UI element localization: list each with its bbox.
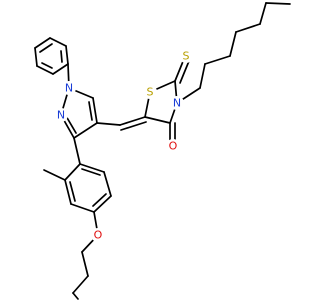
atom-s-ring: S [143,85,157,99]
bond [41,62,53,69]
bond [70,203,95,213]
atom-label: O [169,140,178,153]
bond [64,163,81,181]
bond [96,122,121,126]
bond [60,50,63,63]
atom-label: N [65,82,73,95]
bond [52,63,69,75]
atom-n2: N [54,108,68,122]
bond [174,58,185,82]
bond [69,181,76,202]
bond [120,121,147,131]
bond [93,195,112,213]
bond [49,37,67,47]
bond [34,37,51,49]
bond [88,101,93,121]
bond [65,115,77,134]
bond [72,292,79,300]
bond [259,2,267,25]
bond [229,31,237,57]
bond [43,169,66,181]
bond [73,137,81,165]
bond [144,116,171,124]
bond [39,43,53,53]
bond [119,116,146,126]
bond [92,193,107,207]
bond [36,65,54,75]
bond [235,23,261,33]
atom-n1: N [62,81,76,95]
molecule-structure: N N S S N O O [34,2,291,300]
bond [81,168,101,176]
atom-label: N [57,109,65,122]
bond [265,2,291,5]
atom-n3: N [170,96,184,110]
bond [179,60,190,84]
bond [92,97,98,124]
bond [204,55,231,65]
bond [64,179,72,205]
atom-o-carbonyl: O [166,139,180,153]
bond [72,275,89,294]
bond [65,45,69,65]
atom-label: S [147,86,154,99]
bond [34,47,38,67]
atom-o-ether: O [91,228,105,242]
bond [73,122,98,139]
bond [103,171,112,197]
atom-s-thione: S [179,49,193,63]
bond [79,163,105,173]
atom-label: O [94,229,103,242]
bond-lines [34,2,291,300]
bond [199,63,206,89]
atom-label: N [173,97,181,110]
atom-label: S [183,50,190,63]
bond [81,251,89,277]
